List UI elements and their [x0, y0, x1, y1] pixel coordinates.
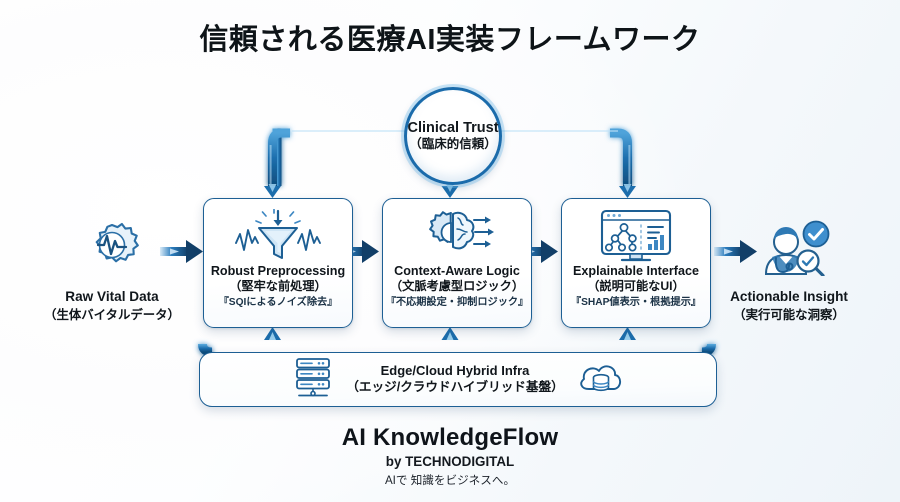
clinical-trust-label-ja: （臨床的信頼） — [409, 137, 497, 152]
pillar-1-label-ja: （堅牢な前処理） — [229, 279, 327, 294]
pillar-2-detail: 『不応期設定・抑制ロジック』 — [385, 296, 529, 308]
pillar-explainable-interface[interactable]: Explainable Interface （説明可能なUI） 『SHAP値表示… — [561, 198, 711, 328]
endpoint-input-label-en: Raw Vital Data — [65, 289, 159, 304]
doctor-check-magnifier-icon — [746, 216, 832, 276]
page-title: 信頼される医療AI実装フレームワーク — [199, 24, 701, 56]
infra-to-pillar-arrowheads — [264, 327, 636, 340]
footer-branding: AI KnowledgeFlow by TECHNODIGITAL AIで 知識… — [0, 424, 900, 488]
endpoint-output-label-ja: （実行可能な洞察） — [733, 308, 845, 322]
pillar-3-detail: 『SHAP値表示・根拠提示』 — [570, 296, 702, 308]
funnel-waveform-icon — [232, 208, 324, 262]
brand-name: AI KnowledgeFlow — [341, 424, 559, 451]
endpoint-input-label-ja: （生体バイタルデータ） — [44, 308, 180, 322]
server-rack-icon — [293, 356, 333, 403]
cloud-database-icon — [577, 358, 623, 401]
pillar-1-label-en: Robust Preprocessing — [210, 264, 346, 278]
pillar-2-label-ja: （文脈考慮型ロジック） — [389, 279, 525, 294]
infrastructure-label-ja: （エッジ/クラウドハイブリッド基盤） — [346, 379, 564, 394]
pillar-2-label-en: Context-Aware Logic — [394, 264, 520, 278]
brand-tagline: AIで 知識をビジネスへ。 — [384, 474, 516, 487]
brand-by: by TECHNODIGITAL — [385, 454, 515, 469]
pillar-3-label-ja: （説明可能なUI） — [587, 279, 685, 294]
infrastructure-bar[interactable]: Edge/Cloud Hybrid Infra （エッジ/クラウドハイブリッド基… — [199, 352, 717, 407]
pillar-3-label-en: Explainable Interface — [573, 264, 699, 278]
gear-brain-icon — [411, 208, 503, 262]
infrastructure-label-en: Edge/Cloud Hybrid Infra — [380, 362, 530, 378]
pillar-1-detail: 『SQIによるノイズ除去』 — [218, 296, 338, 308]
infrastructure-labels: Edge/Cloud Hybrid Infra （エッジ/クラウドハイブリッド基… — [346, 362, 564, 395]
gear-pulse-icon — [81, 216, 143, 276]
clinical-trust-label-en: Clinical Trust — [407, 119, 499, 136]
trust-to-pillar-arrowheads — [264, 184, 636, 198]
endpoint-actionable-insight[interactable]: Actionable Insight （実行可能な洞察） — [714, 216, 864, 323]
endpoint-raw-vital-data[interactable]: Raw Vital Data （生体バイタルデータ） — [37, 216, 187, 323]
pillar-context-aware-logic[interactable]: Context-Aware Logic （文脈考慮型ロジック） 『不応期設定・抑… — [382, 198, 532, 328]
monitor-decision-tree-icon — [594, 208, 678, 262]
clinical-trust-node[interactable]: Clinical Trust （臨床的信頼） — [404, 87, 502, 185]
endpoint-output-label-en: Actionable Insight — [730, 289, 848, 304]
pillar-robust-preprocessing[interactable]: Robust Preprocessing （堅牢な前処理） 『SQIによるノイズ… — [203, 198, 353, 328]
infra-support-bus — [198, 340, 716, 357]
